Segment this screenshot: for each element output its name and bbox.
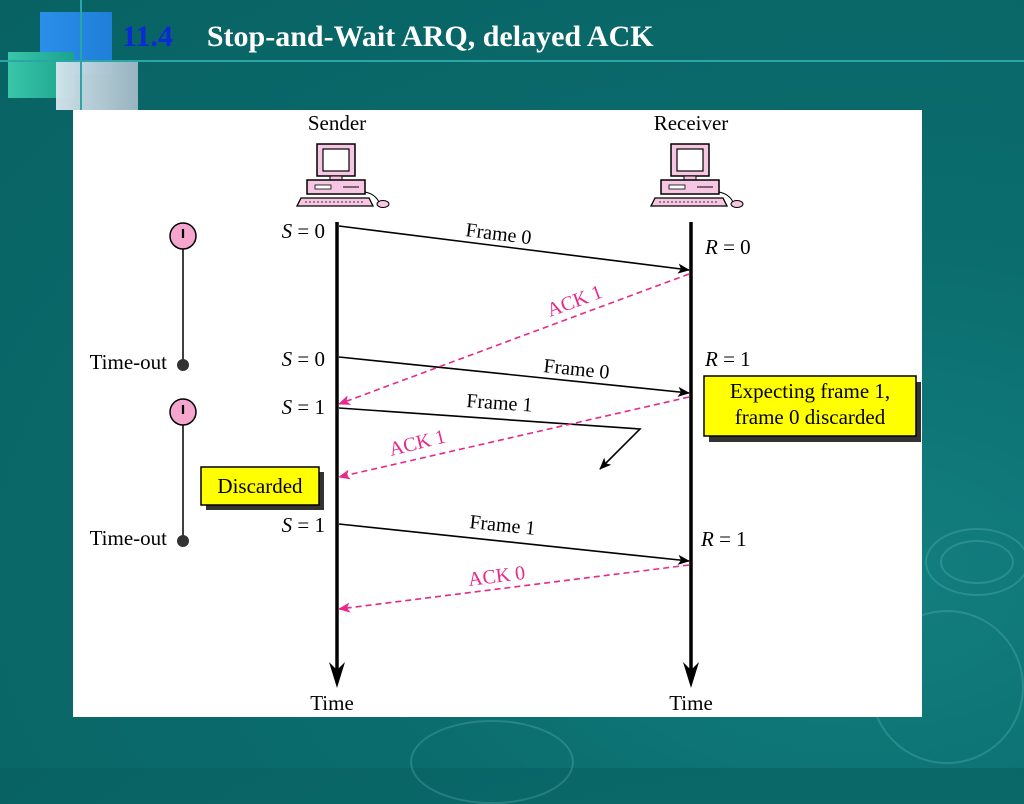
decor-vertical-line xyxy=(80,0,82,112)
receiver-computer-icon xyxy=(650,143,744,209)
receiver-state-1: R = 0 xyxy=(704,235,751,259)
frame-label-3: Frame 1 xyxy=(466,390,533,417)
decor-grey-square xyxy=(56,62,138,110)
frame-arrow-4 xyxy=(338,523,690,565)
sender-label: Sender xyxy=(308,111,366,135)
discarded-note-text: Discarded xyxy=(217,474,303,498)
timeout-label-2: Time-out xyxy=(90,526,168,550)
slide-title-text: Stop-and-Wait ARQ, delayed ACK xyxy=(206,20,654,53)
expecting-note-line1: Expecting frame 1, xyxy=(730,379,890,403)
sender-state-3: S = 1 xyxy=(282,395,325,419)
ack-arrow-1 xyxy=(338,273,690,405)
timeout-dot-2 xyxy=(177,535,189,547)
decor-ripple xyxy=(925,528,1024,596)
ack-arrow-3 xyxy=(338,564,690,613)
decor-horizontal-line xyxy=(0,60,1024,62)
frame-arrow-2 xyxy=(338,356,690,397)
sender-time-arrowhead xyxy=(329,662,345,688)
slide-number: 11.4 xyxy=(122,20,173,53)
frame-arrow-3-lost xyxy=(338,407,642,470)
expecting-note xyxy=(703,375,917,437)
sender-state-2: S = 0 xyxy=(282,347,325,371)
frame-arrow-1 xyxy=(338,225,690,274)
frame-label-1: Frame 0 xyxy=(464,219,532,249)
diagram-panel: Sender Receiver Time Time Time-out Time-… xyxy=(73,110,922,717)
receiver-time-arrowhead xyxy=(683,662,699,688)
stop-and-wait-diagram: Sender Receiver Time Time Time-out Time-… xyxy=(90,111,921,715)
receiver-state-3: R = 1 xyxy=(700,527,747,551)
timeout-label-1: Time-out xyxy=(90,350,168,374)
sender-state-4: S = 1 xyxy=(282,513,325,537)
expecting-note-line2: frame 0 discarded xyxy=(735,405,886,429)
ack-label-2: ACK 1 xyxy=(387,426,448,461)
sender-state-1: S = 0 xyxy=(282,219,325,243)
sender-computer-icon xyxy=(296,143,390,209)
receiver-label: Receiver xyxy=(654,111,729,135)
receiver-time-label-text: Time xyxy=(669,691,713,715)
sender-time-label: Time xyxy=(310,691,354,715)
timeout-dot-1 xyxy=(177,359,189,371)
decor-ripple xyxy=(410,720,574,804)
discarded-note xyxy=(200,466,320,506)
slide-title: 11.4 Stop-and-Wait ARQ, delayed ACK xyxy=(122,20,654,54)
frame-label-4: Frame 1 xyxy=(468,511,536,540)
receiver-state-2: R = 1 xyxy=(704,347,751,371)
